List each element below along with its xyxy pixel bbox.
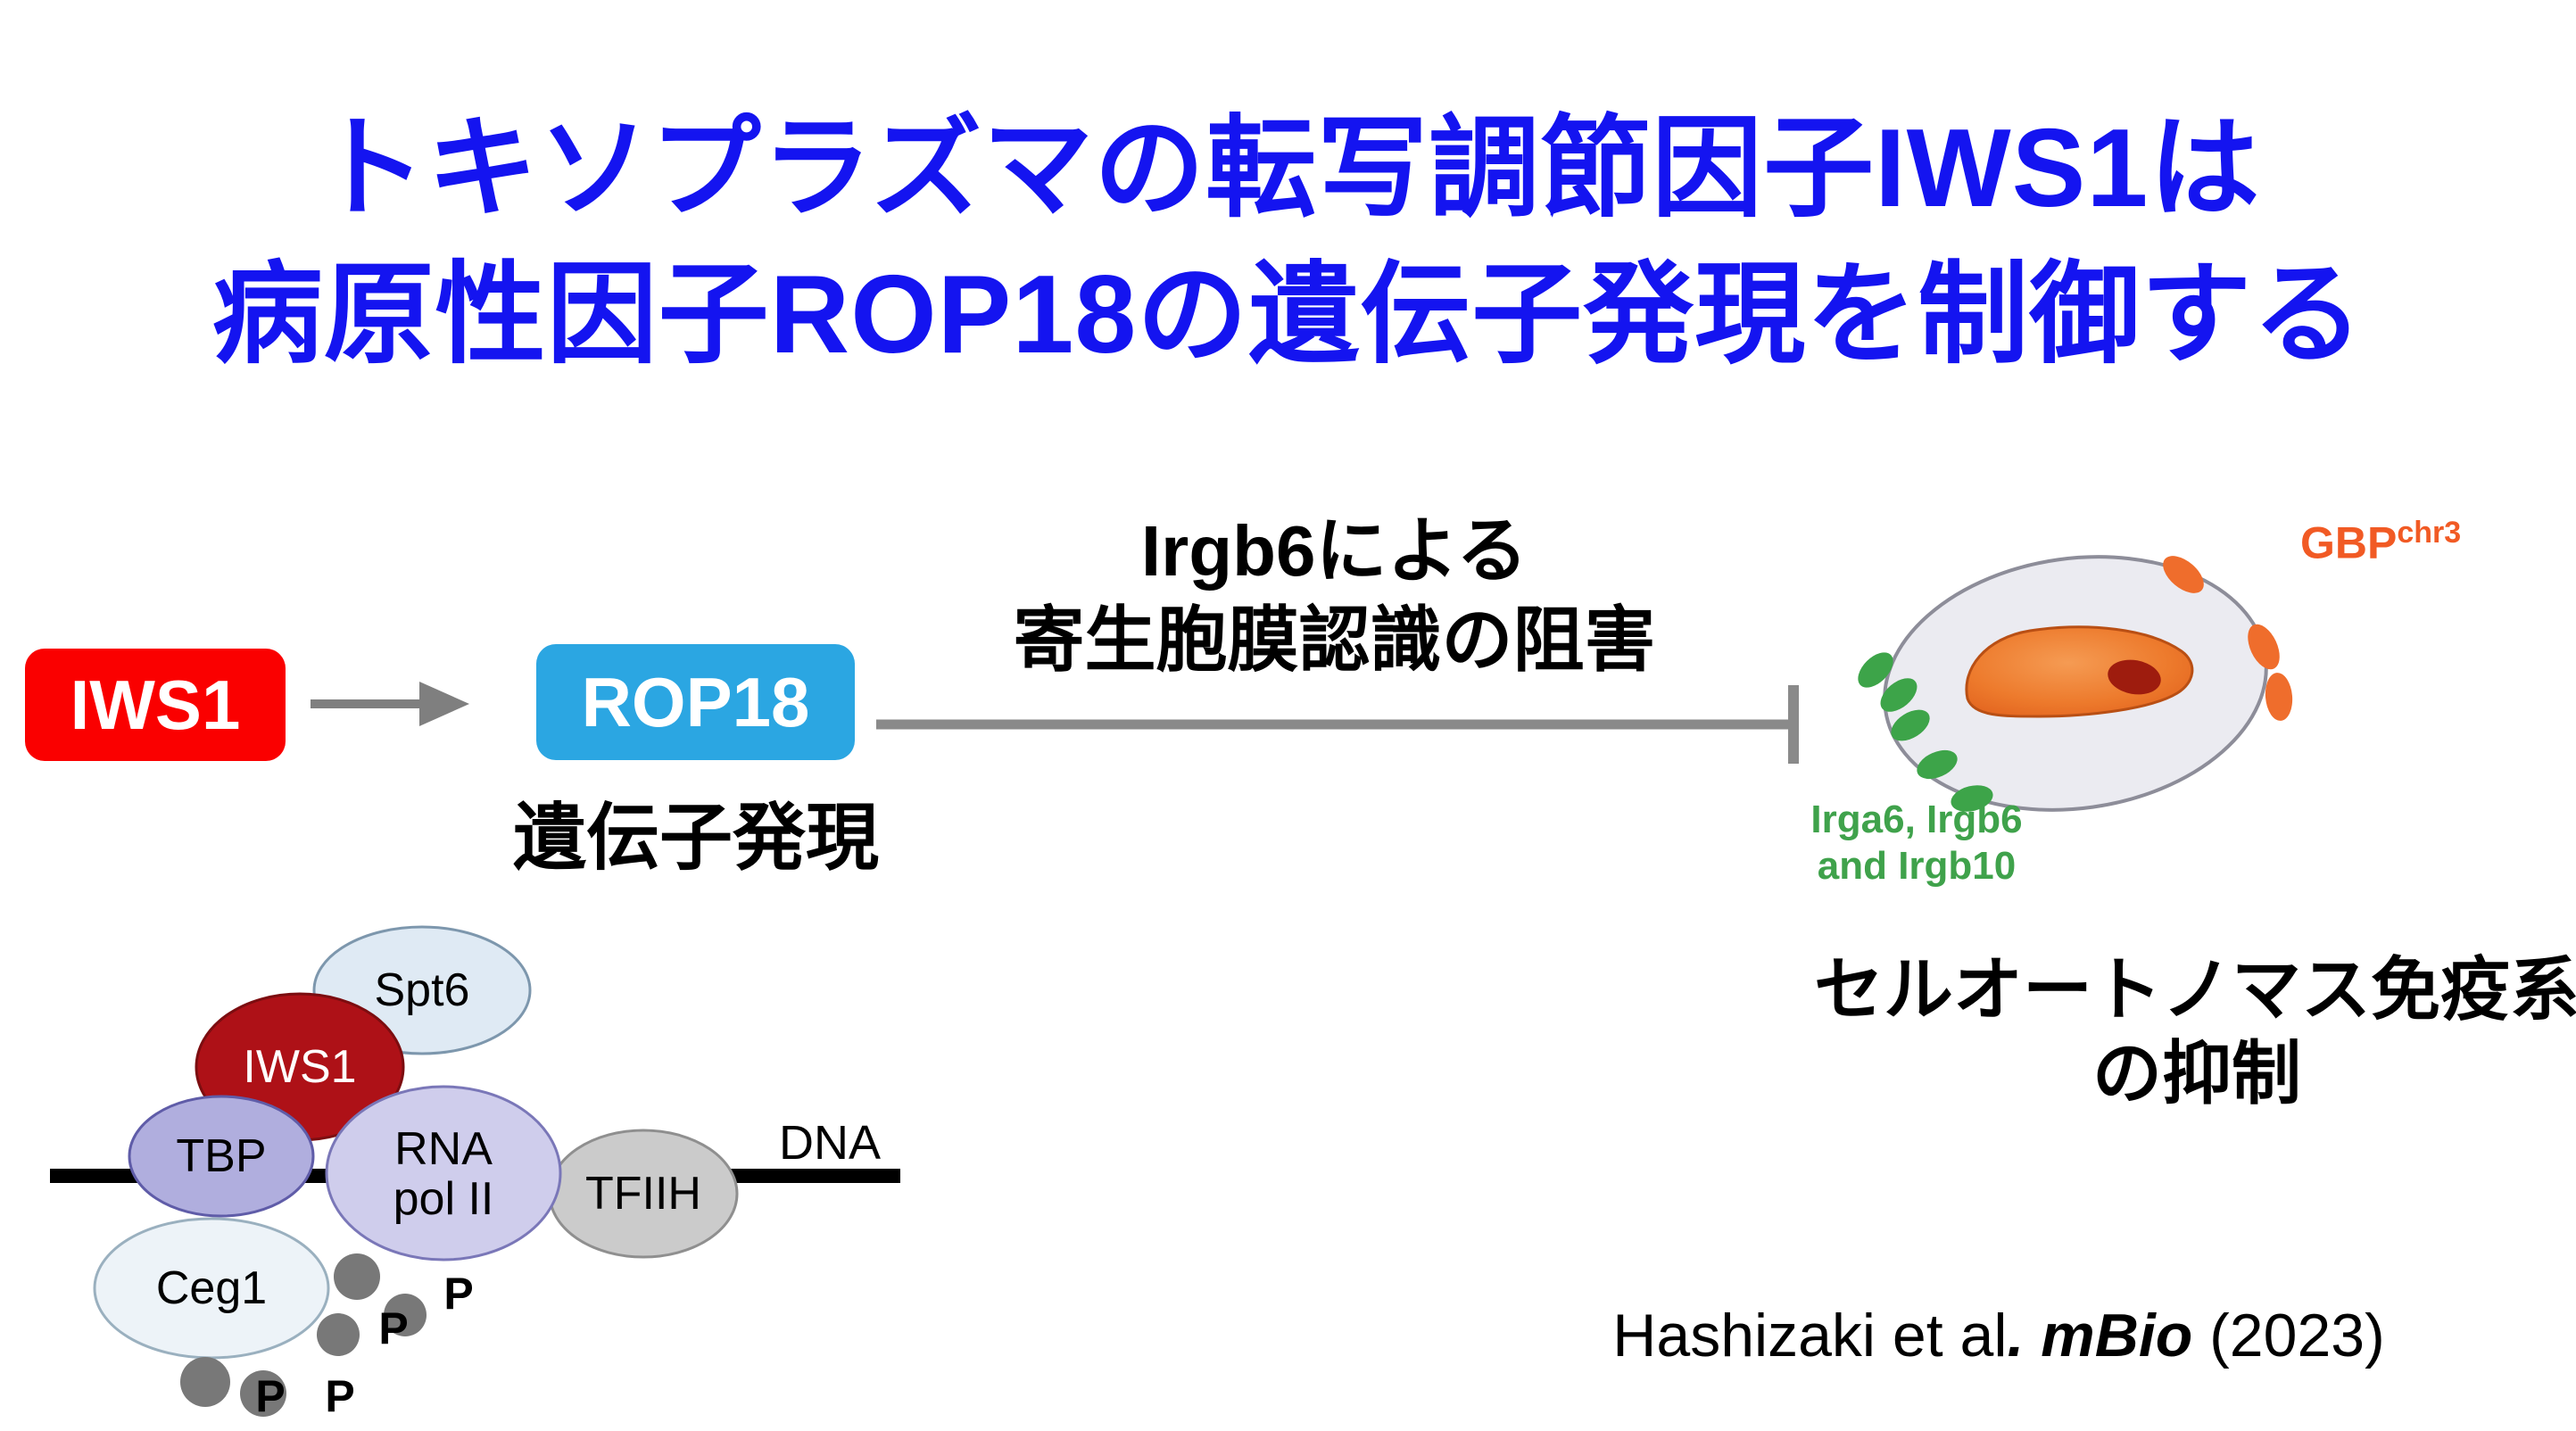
immune-suppression-label: セルオートノマス免疫系 の抑制 (1795, 947, 2576, 1115)
parasite-nucleus (2108, 659, 2161, 695)
tbp-ellipse (128, 1095, 315, 1218)
citation-year: (2023) (2192, 1302, 2385, 1369)
iws1-node: IWS1 (25, 649, 286, 761)
immune-line-1: セルオートノマス免疫系 (1813, 950, 2576, 1029)
phospho-label: P (325, 1371, 354, 1421)
irg-label-line-2: and Irgb10 (1817, 843, 2017, 888)
irg-proteins-label: Irga6, Irgb6 and Irgb10 (1792, 797, 2042, 889)
rna-pol2-label-line-2: pol II (393, 1173, 494, 1225)
phospho-circle (334, 1253, 380, 1300)
phospho-circle (317, 1313, 360, 1356)
iws1-ellipse-label: IWS1 (243, 1041, 356, 1093)
gbp-text: GBP (2300, 517, 2398, 568)
citation: Hashizaki et al. mBio (2023) (1553, 1301, 2445, 1370)
rop18-node-label: ROP18 (581, 662, 810, 741)
phospho-circle (180, 1357, 230, 1407)
gbp-protein-blob (2163, 556, 2204, 593)
phospho-circle (240, 1370, 286, 1417)
rop18-node: ROP18 (536, 644, 855, 760)
figure-title: トキソプラズマの転写調節因子IWS1は 病原性因子ROP18の遺伝子発現を制御す… (0, 96, 2576, 388)
gbp-protein-blob (2265, 673, 2293, 721)
gbp-protein-blob (2248, 624, 2280, 670)
iws1-to-rop18-arrow-head (419, 682, 469, 726)
transcription-complex-diagram: Spt6 IWS1 TBP RNA pol II TFIIH Ceg1 DNA … (50, 925, 900, 1421)
rna-pol2-ellipse (325, 1085, 562, 1261)
gbp-superscript: chr3 (2397, 516, 2462, 550)
title-line-1: トキソプラズマの転写調節因子IWS1は (315, 107, 2261, 230)
irg-protein-blob (1880, 678, 1918, 712)
inhibition-line-1: Irgb6による (1140, 511, 1528, 591)
dna-label: DNA (779, 1116, 881, 1170)
irg-protein-blob (1858, 652, 1893, 688)
tfiih-label: TFIIH (585, 1168, 701, 1220)
irg-protein-blob (1917, 749, 1958, 780)
gene-expression-label: 遺伝子発現 (512, 798, 879, 879)
phospho-circle (384, 1294, 427, 1336)
immune-line-2: の抑制 (2091, 1034, 2301, 1113)
citation-authors: Hashizaki et al (1612, 1302, 2008, 1369)
citation-journal: . mBio (2007, 1302, 2193, 1369)
inhibition-line-2: 寄生胞膜認識の阻害 (1013, 600, 1656, 680)
spt6-label: Spt6 (375, 964, 470, 1016)
iws1-node-label: IWS1 (70, 665, 241, 744)
phospho-label: P (255, 1371, 285, 1421)
phospho-label: P (378, 1303, 408, 1353)
irg-protein-blob (1951, 785, 1993, 812)
irg-label-line-1: Irga6, Irgb6 (1810, 798, 2023, 841)
irg-protein-blob (1891, 709, 1930, 741)
gbp-chr3-label: GBPchr3 (2300, 516, 2461, 569)
inhibition-annotation: Irgb6による 寄生胞膜認識の阻害 (944, 507, 1725, 685)
ceg1-label: Ceg1 (156, 1262, 267, 1314)
vacuole-illustration (1858, 555, 2293, 812)
phospho-label: P (443, 1269, 473, 1319)
title-line-2: 病原性因子ROP18の遺伝子発現を制御する (211, 252, 2365, 376)
tbp-label: TBP (176, 1130, 266, 1182)
rna-pol2-label-line-1: RNA (394, 1123, 493, 1175)
